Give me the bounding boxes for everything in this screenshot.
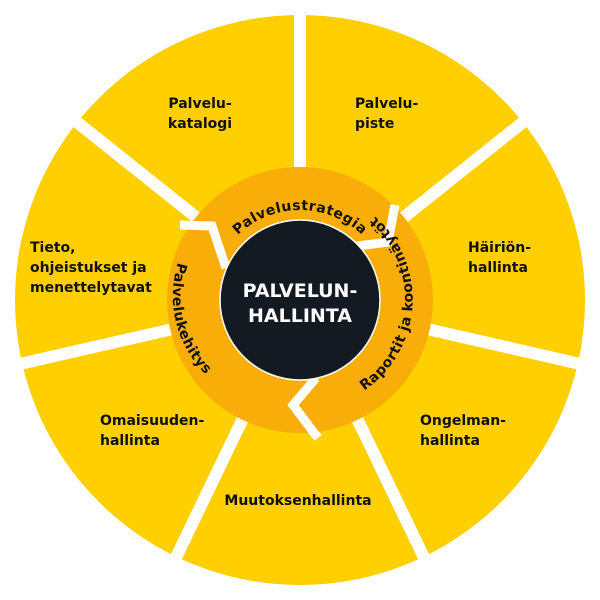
segment-service-catalog-label: Palvelu-	[168, 96, 232, 112]
ring-dividers	[179, 204, 400, 441]
segment-problem-management-label: hallinta	[420, 433, 480, 449]
segment-asset-management-label: hallinta	[100, 433, 160, 449]
segment-knowledge-label: Tieto,	[30, 240, 75, 256]
segment-asset-management-label: Omaisuuden-	[100, 413, 204, 429]
segment-problem-management-label: Ongelman-	[420, 413, 506, 429]
segment-incident-management-label: hallinta	[468, 260, 528, 276]
segment-change-management-label: Muutoksenhallinta	[224, 493, 371, 509]
segment-service-desk-label: piste	[355, 116, 394, 132]
segment-dividers	[6, 0, 594, 573]
segment-service-desk-label: Palvelu-	[355, 96, 419, 112]
segment-service-catalog-label: katalogi	[168, 116, 232, 132]
segment-knowledge-label: ohjeistukset ja	[30, 260, 147, 276]
center-title-line2: HALLINTA	[248, 305, 352, 327]
center-title-line1: PALVELUN-	[243, 280, 358, 302]
segment-incident-management-label: Häiriön-	[468, 240, 531, 256]
segment-knowledge-label: menettelytavat	[30, 280, 152, 296]
center-hub	[219, 219, 381, 381]
